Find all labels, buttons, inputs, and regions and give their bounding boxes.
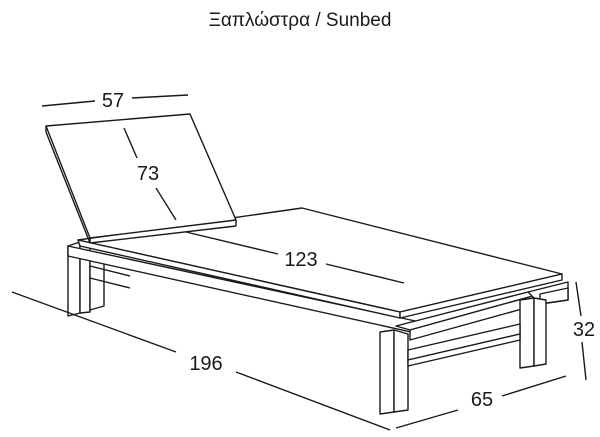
dimension-line-73 <box>123 127 177 221</box>
dimension-mattress-length: 123 <box>284 249 317 271</box>
dimension-line-65 <box>395 375 567 429</box>
dimension-line-57 <box>41 94 189 107</box>
back-legs <box>67 241 131 317</box>
dimension-line-123 <box>185 231 405 284</box>
diagram-title: Ξαπλώστρα / Sunbed <box>208 10 392 31</box>
dimension-backrest-length: 73 <box>137 163 159 185</box>
dimension-total-width: 65 <box>471 389 493 411</box>
backrest <box>45 113 237 244</box>
dimension-line-32 <box>575 281 587 381</box>
dimension-total-length: 196 <box>189 353 222 375</box>
dimension-backrest-width: 57 <box>102 90 124 112</box>
mattress <box>77 207 563 319</box>
front-legs <box>379 281 569 415</box>
dimension-height: 32 <box>573 319 595 341</box>
dimension-line-196 <box>11 291 391 431</box>
